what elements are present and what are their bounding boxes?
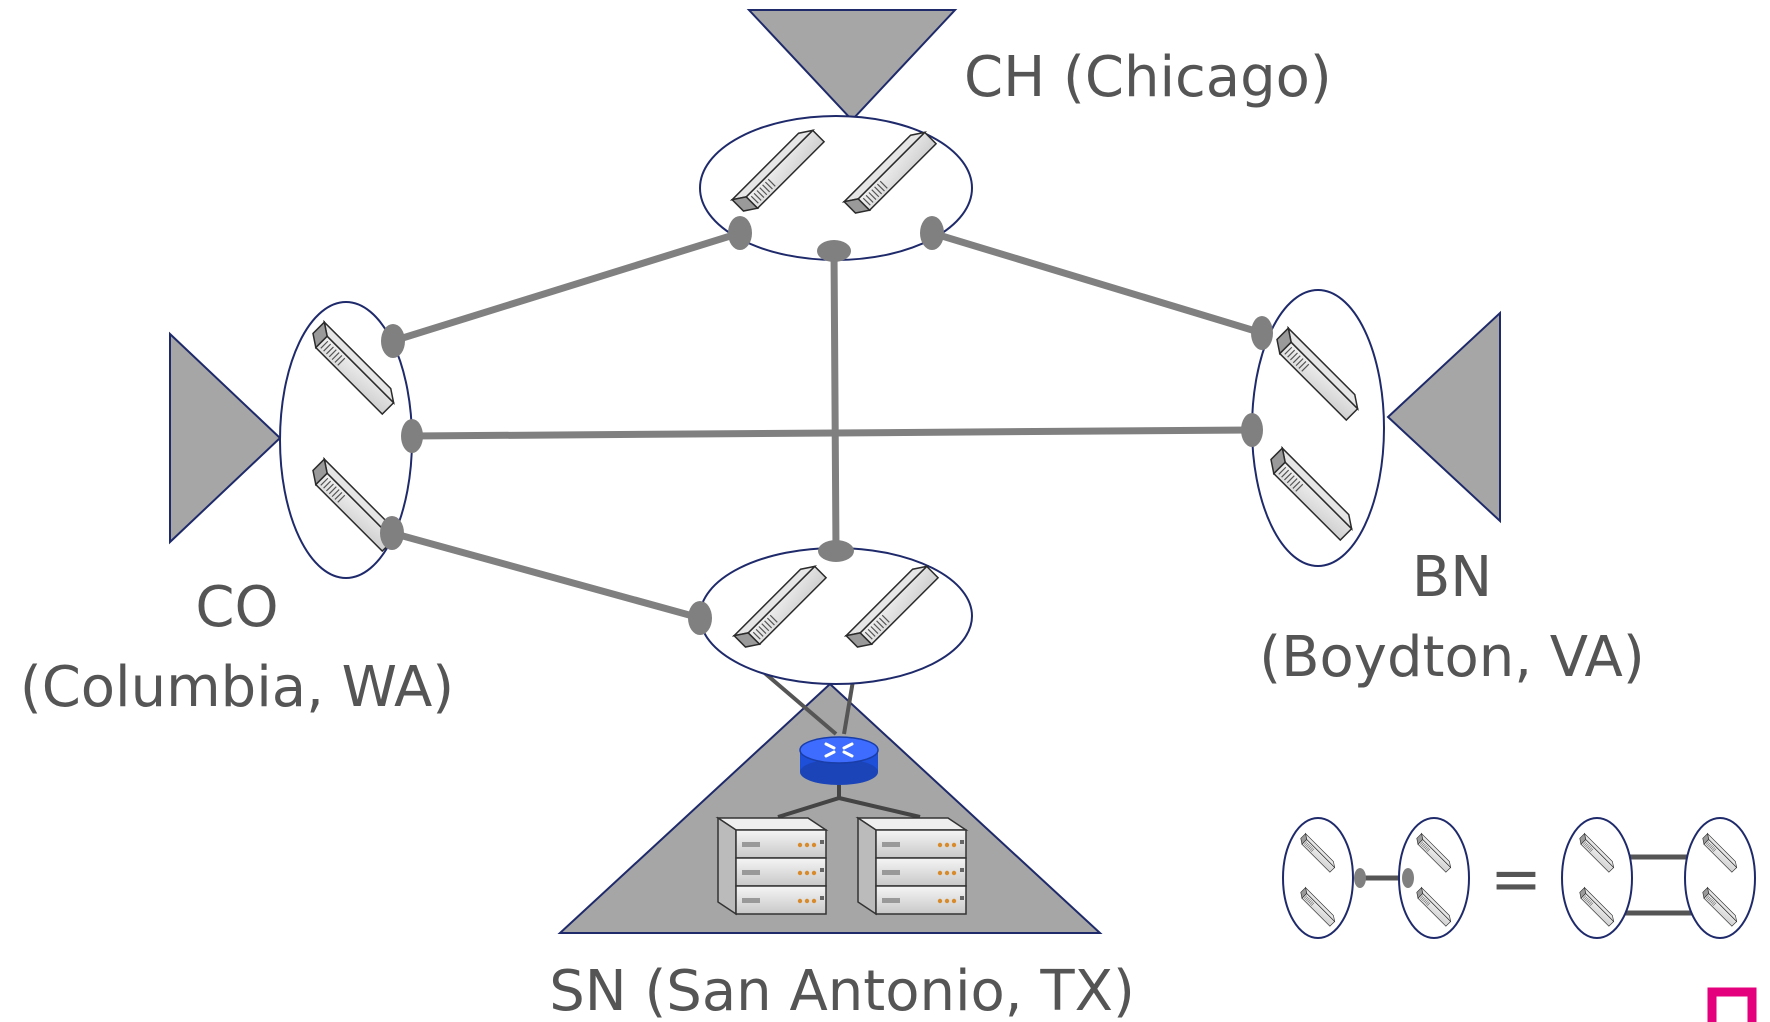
ch-triangle: [746, 9, 958, 122]
co-triangle: [169, 331, 282, 545]
legend-group-a: [1282, 817, 1354, 939]
link-endpoints: [380, 216, 1273, 635]
bn-label-code: BN: [1412, 545, 1492, 610]
bn-triangle: [1386, 310, 1501, 524]
router-server-links: [777, 785, 921, 819]
sn-triangle: [557, 682, 1103, 934]
link-co-sn: [388, 529, 704, 622]
co-label-code: CO: [195, 575, 278, 640]
legend-equals: =: [1490, 842, 1542, 915]
sn-switch-group: [699, 547, 973, 685]
server-left-icon: [717, 817, 827, 915]
legend: =: [1282, 817, 1756, 939]
server-right-icon: [857, 817, 967, 915]
corner-mark: [1707, 987, 1757, 1022]
legend-group-d: [1684, 817, 1756, 939]
link-ch-bn: [928, 229, 1266, 337]
legend-group-b: [1398, 817, 1470, 939]
legend-group-c: [1561, 817, 1633, 939]
link-co-bn: [408, 426, 1256, 440]
co-label-city: (Columbia, WA): [20, 655, 454, 720]
router-icon: [799, 736, 879, 785]
link-ch-sn: [830, 247, 840, 555]
links: [388, 229, 1266, 622]
link-ch-co: [389, 229, 744, 345]
sn-label: SN (San Antonio, TX): [549, 959, 1135, 1022]
bn-label-city: (Boydton, VA): [1259, 625, 1644, 690]
ch-label: CH (Chicago): [964, 45, 1332, 110]
